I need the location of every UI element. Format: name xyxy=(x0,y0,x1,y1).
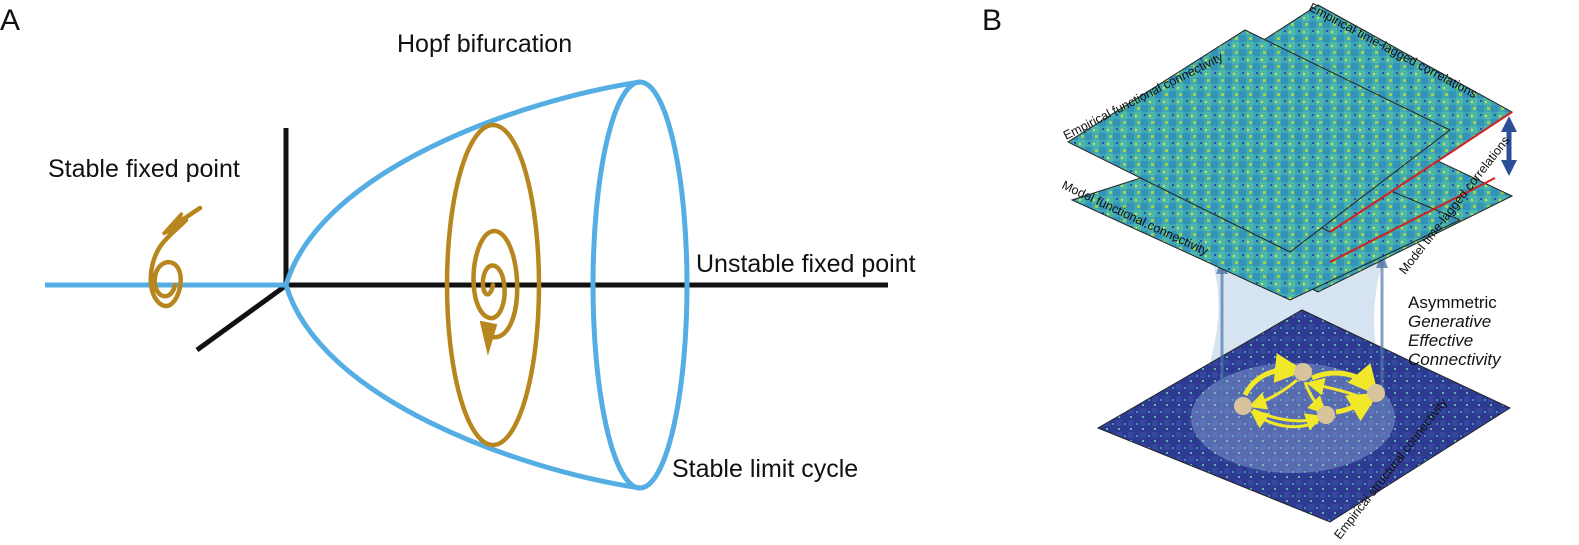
node-2 xyxy=(1294,363,1312,381)
node-1 xyxy=(1234,397,1252,415)
hopf-bifurcation-title: Hopf bifurcation xyxy=(397,30,572,58)
stable-spiral-arrowhead-icon xyxy=(161,211,184,236)
panel-b: B xyxy=(982,0,1517,542)
gec-label-line3: Effective xyxy=(1408,331,1473,350)
edge-8 xyxy=(1250,410,1319,429)
limit-cycle-ring xyxy=(590,79,690,491)
gec-network xyxy=(1234,353,1385,431)
edge-2 xyxy=(1311,363,1379,396)
gec-label-line1: Asymmetric xyxy=(1408,293,1497,312)
gec-label-line4: Connectivity xyxy=(1408,350,1502,369)
stable-spiral xyxy=(148,217,189,309)
unstable-spiral xyxy=(471,228,520,340)
model-tlc-red-edge xyxy=(1329,177,1496,263)
node-3 xyxy=(1367,384,1385,402)
empirical-fc-matrix xyxy=(1066,29,1451,253)
panel-a: A Hopf bifurcation Stable fixed point Un… xyxy=(0,4,916,491)
stable-limit-cycle-label: Stable limit cycle xyxy=(672,455,858,483)
stable-fixed-point-label: Stable fixed point xyxy=(48,155,240,183)
panel-b-letter: B xyxy=(982,4,1002,37)
empirical-tlc-red-edge-1 xyxy=(1329,111,1513,233)
edge-4 xyxy=(1248,378,1298,410)
gec-label-line2: Generative xyxy=(1408,312,1491,331)
paraboloid-outline xyxy=(283,79,641,491)
node-4 xyxy=(1317,406,1335,424)
panel-a-letter: A xyxy=(0,4,20,37)
double-arrow-top-icon xyxy=(1501,116,1517,132)
double-arrow-bottom-icon xyxy=(1501,160,1517,176)
unstable-spiral-arrowhead-icon xyxy=(479,320,498,356)
inner-limit-cycle xyxy=(444,122,542,448)
unstable-fixed-point-label: Unstable fixed point xyxy=(696,250,916,278)
depth-axis xyxy=(195,281,290,353)
edge-1 xyxy=(1242,353,1305,397)
edge-6 xyxy=(1335,392,1379,422)
